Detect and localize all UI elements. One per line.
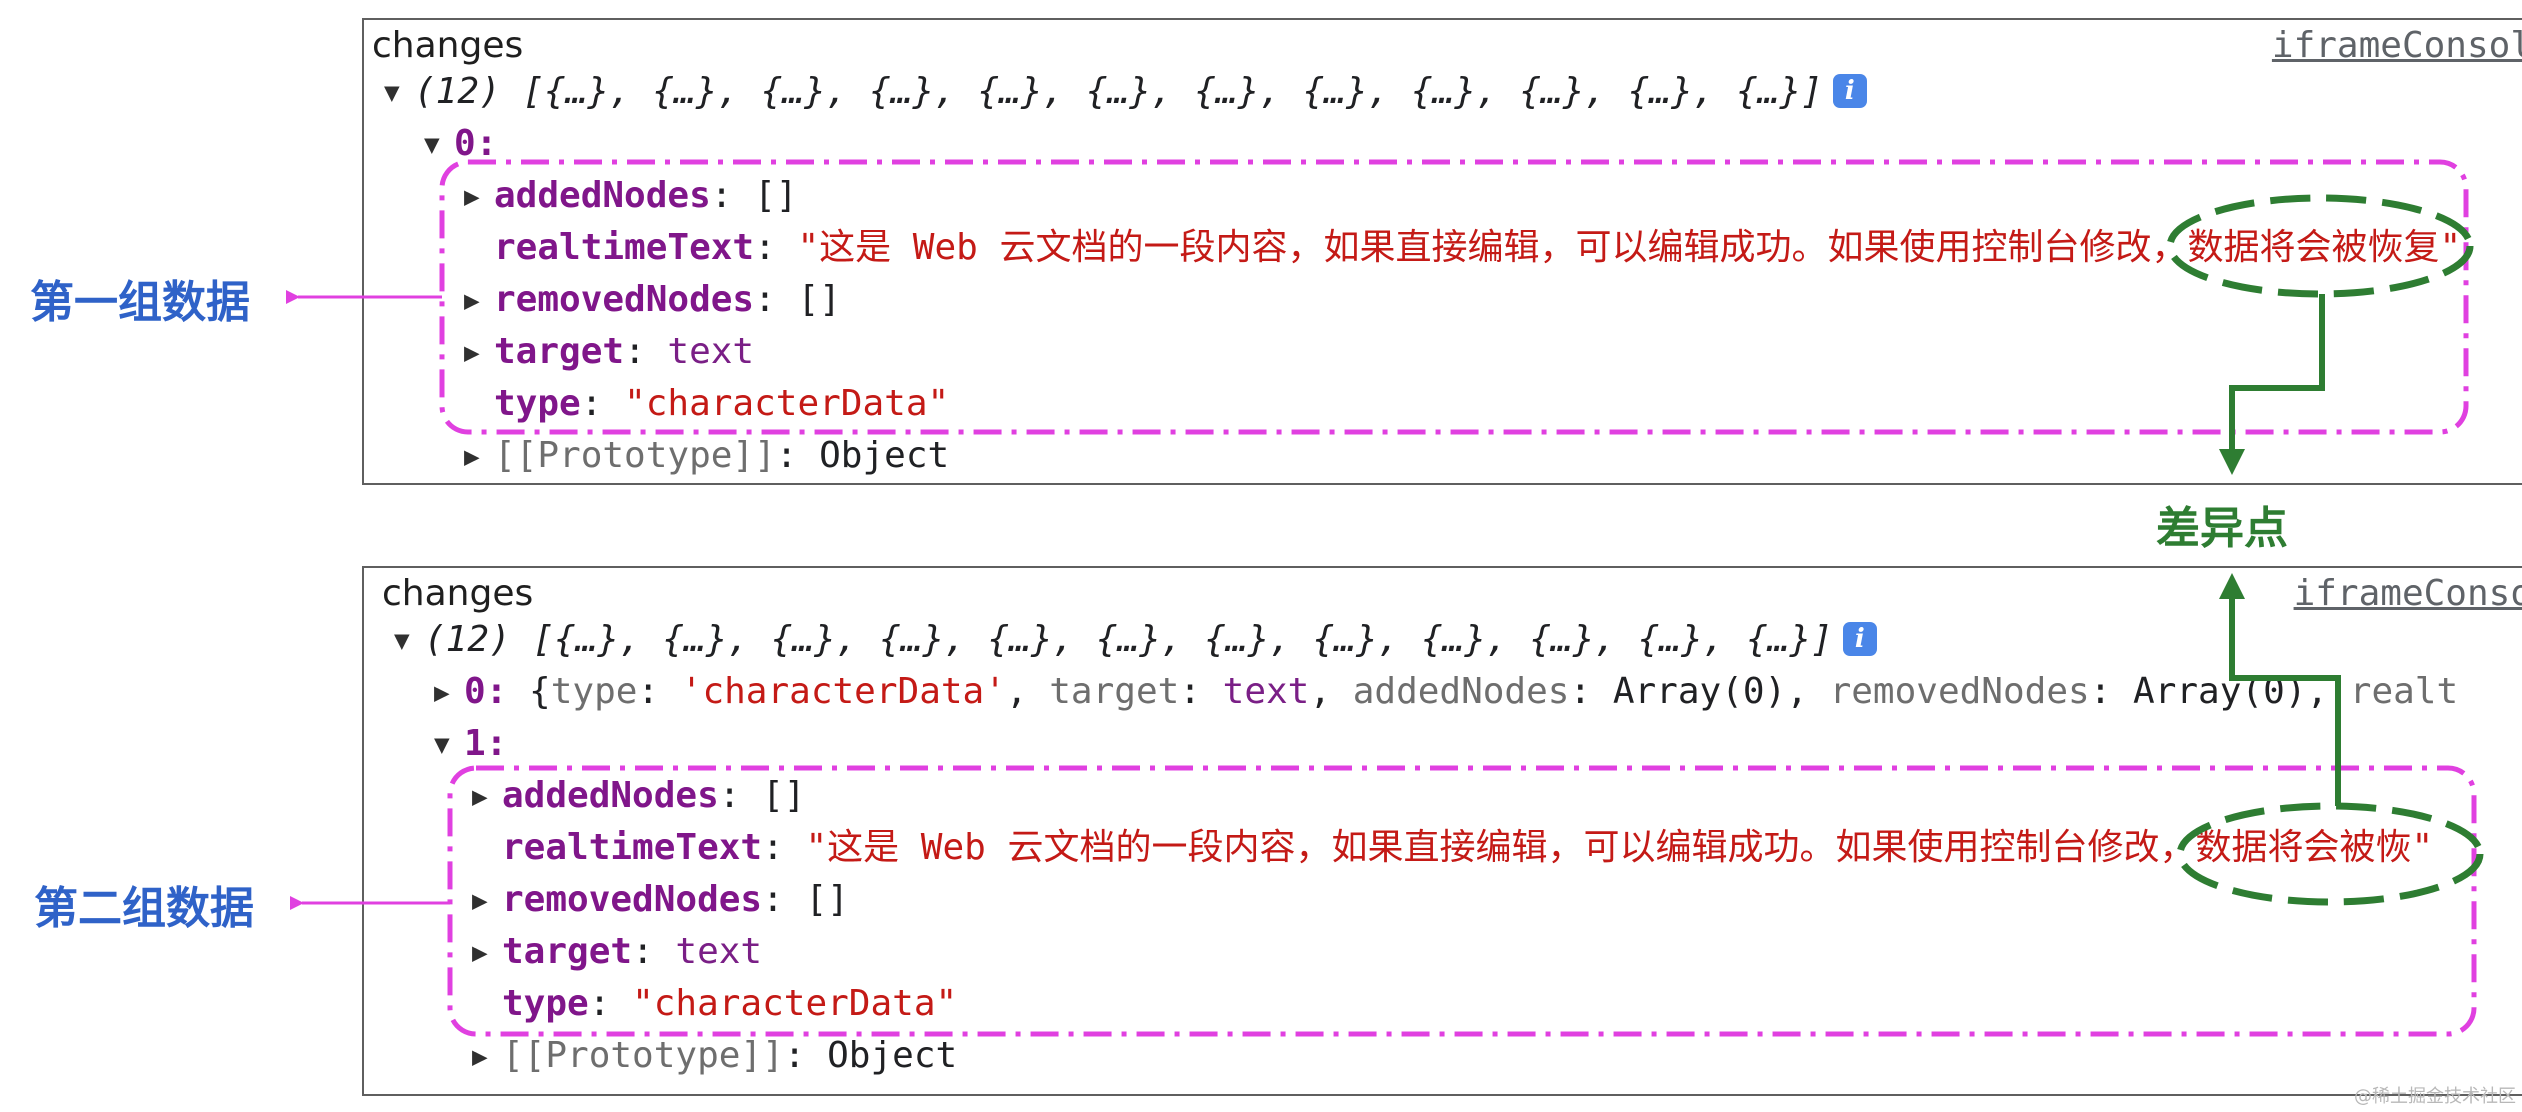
property-row-target[interactable]: ▶target: text <box>472 926 762 979</box>
array-summary-row[interactable]: ▼(12) [{…}, {…}, {…}, {…}, {…}, {…}, {…}… <box>394 614 1877 667</box>
property-row-realtimeText: realtimeText: "这是 Web 云文档的一段内容，如果直接编辑，可以… <box>502 827 2434 868</box>
prototype-row[interactable]: ▶[[Prototype]]: Object <box>464 430 949 483</box>
expanded-triangle-icon[interactable]: ▼ <box>424 130 440 160</box>
collapsed-triangle-icon[interactable]: ▶ <box>464 338 480 368</box>
info-icon[interactable]: i <box>1832 74 1867 108</box>
property-row-removedNodes[interactable]: ▶removedNodes: [] <box>472 874 849 927</box>
group1-label: 第一组数据 <box>30 277 250 328</box>
diff-connector-top <box>2219 294 2325 475</box>
property-row-realtimeText: realtimeText: "这是 Web 云文档的一段内容，如果直接编辑，可以… <box>494 227 2462 268</box>
property-row-type: type: "characterData" <box>502 983 958 1024</box>
property-row-type: type: "characterData" <box>494 383 950 424</box>
log-title: changes <box>372 25 524 66</box>
info-icon[interactable]: i <box>1842 622 1877 656</box>
preview-row-0[interactable]: ▶0: {type: 'characterData', target: text… <box>434 666 2458 719</box>
console-panel-2: changes iframeConso ▼(12) [{…}, {…}, {…}… <box>362 566 2522 1096</box>
collapsed-triangle-icon[interactable]: ▶ <box>472 886 488 916</box>
diff-point-label: 差异点 <box>2156 503 2288 554</box>
source-link[interactable]: iframeConsol <box>2271 25 2522 66</box>
source-link[interactable]: iframeConso <box>2293 573 2522 614</box>
index-row[interactable]: ▼1: <box>434 718 507 771</box>
log-title: changes <box>382 573 534 614</box>
prototype-row[interactable]: ▶[[Prototype]]: Object <box>472 1030 957 1083</box>
expanded-triangle-icon[interactable]: ▼ <box>384 78 400 108</box>
array-summary-row[interactable]: ▼(12) [{…}, {…}, {…}, {…}, {…}, {…}, {…}… <box>384 66 1867 119</box>
index-row[interactable]: ▼0: <box>424 118 497 171</box>
collapsed-triangle-icon[interactable]: ▶ <box>472 782 488 812</box>
diff-ellipse-2 <box>2176 802 2484 906</box>
watermark: @稀土掘金技术社区 <box>2354 1086 2516 1107</box>
property-row-target[interactable]: ▶target: text <box>464 326 754 379</box>
collapsed-triangle-icon[interactable]: ▶ <box>472 1042 488 1072</box>
expanded-triangle-icon[interactable]: ▼ <box>434 730 450 760</box>
collapsed-triangle-icon[interactable]: ▶ <box>434 678 450 708</box>
group1-dashed-box <box>439 159 2469 435</box>
property-row-addedNodes[interactable]: ▶addedNodes: [] <box>464 170 797 223</box>
diff-connector-bottom <box>2219 573 2341 806</box>
group2-dashed-box <box>447 765 2477 1037</box>
expanded-triangle-icon[interactable]: ▼ <box>394 626 410 656</box>
collapsed-triangle-icon[interactable]: ▶ <box>472 938 488 968</box>
property-row-addedNodes[interactable]: ▶addedNodes: [] <box>472 770 805 823</box>
group2-label: 第二组数据 <box>34 883 254 934</box>
collapsed-triangle-icon[interactable]: ▶ <box>464 182 480 212</box>
console-panel-1: changes iframeConsol ▼(12) [{…}, {…}, {…… <box>362 18 2522 485</box>
collapsed-triangle-icon[interactable]: ▶ <box>464 286 480 316</box>
collapsed-triangle-icon[interactable]: ▶ <box>464 442 480 472</box>
property-row-removedNodes[interactable]: ▶removedNodes: [] <box>464 274 841 327</box>
diff-ellipse-1 <box>2166 194 2474 298</box>
